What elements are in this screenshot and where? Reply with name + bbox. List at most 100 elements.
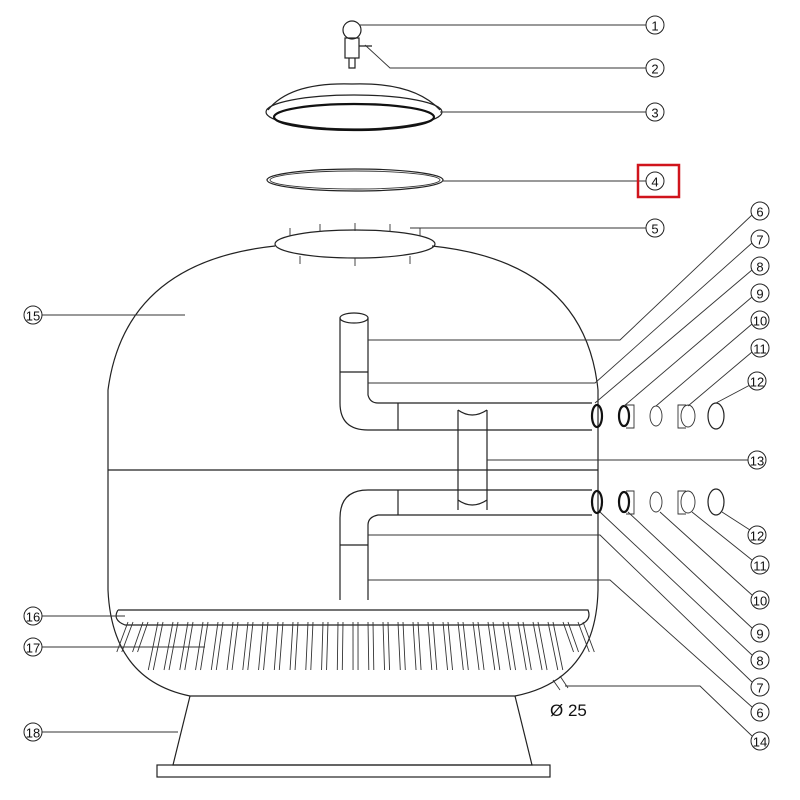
lateral xyxy=(352,621,359,671)
leader-lines xyxy=(42,24,753,737)
callout-circle xyxy=(750,590,770,610)
callout-circle xyxy=(645,15,665,35)
callout-circle xyxy=(750,555,770,575)
callout-c13: 13 xyxy=(747,450,767,470)
upper-pipe xyxy=(339,312,592,431)
callout-circle xyxy=(645,58,665,78)
callout-circle xyxy=(747,371,767,391)
o-ring-part xyxy=(266,168,444,192)
lateral xyxy=(321,621,329,671)
callout-circle xyxy=(750,731,770,751)
callout-circle xyxy=(750,338,770,358)
lateral xyxy=(289,621,299,671)
callout-circle xyxy=(750,201,770,221)
lateral xyxy=(412,621,422,671)
callout-circle xyxy=(23,722,43,742)
lateral xyxy=(179,621,194,671)
lateral xyxy=(562,621,579,653)
lateral xyxy=(132,621,149,653)
callout-c11a: 11 xyxy=(750,338,770,358)
lid-part xyxy=(265,83,443,132)
callout-number: 9 xyxy=(756,287,763,302)
callout-number: 2 xyxy=(651,62,658,77)
lateral xyxy=(442,621,453,671)
lateral xyxy=(382,621,390,671)
callout-c11b: 11 xyxy=(750,555,770,575)
lateral xyxy=(397,621,406,671)
callout-number: 8 xyxy=(756,654,763,669)
callout-number: 14 xyxy=(753,735,767,750)
callout-circle xyxy=(750,623,770,643)
callout-c10a: 10 xyxy=(750,310,770,330)
lower-pipe xyxy=(115,489,592,626)
lateral xyxy=(147,621,164,671)
callout-c16: 16 xyxy=(23,606,43,626)
knob-part xyxy=(342,20,372,69)
callout-c7b: 7 xyxy=(750,677,770,697)
callout-number: 4 xyxy=(651,175,658,190)
callout-number: 12 xyxy=(750,375,764,390)
callout-c8b: 8 xyxy=(750,650,770,670)
tank-body xyxy=(107,223,599,778)
lateral xyxy=(242,621,254,671)
lateral xyxy=(517,621,532,671)
lateral xyxy=(532,621,548,671)
callout-number: 9 xyxy=(756,627,763,642)
callout-number: 15 xyxy=(26,309,40,324)
callout-number: 5 xyxy=(651,222,658,237)
callout-c12b: 12 xyxy=(747,525,767,545)
callout-number: 11 xyxy=(753,559,767,574)
callout-circle xyxy=(23,606,43,626)
callout-number: 8 xyxy=(756,260,763,275)
highlight-box xyxy=(636,163,681,199)
callout-c7a: 7 xyxy=(750,229,770,249)
lateral xyxy=(547,621,564,671)
callout-circle xyxy=(750,256,770,276)
lateral xyxy=(472,621,485,671)
callout-c3: 3 xyxy=(645,102,665,122)
callout-number: 1 xyxy=(651,19,658,34)
callout-circle xyxy=(645,171,665,191)
drain-diameter-label: Ø 25 xyxy=(550,701,587,720)
callout-number: 6 xyxy=(756,706,763,721)
laterals xyxy=(116,621,595,671)
callout-circle xyxy=(23,637,43,657)
lateral xyxy=(367,621,375,671)
callout-c5: 5 xyxy=(645,218,665,238)
callout-c17: 17 xyxy=(23,637,43,657)
lateral xyxy=(195,621,209,671)
callout-c8a: 8 xyxy=(750,256,770,276)
callout-circle xyxy=(750,650,770,670)
callout-c9b: 9 xyxy=(750,623,770,643)
callout-c15: 15 xyxy=(23,305,43,325)
callout-c6b: 6 xyxy=(750,702,770,722)
callout-circle xyxy=(750,310,770,330)
callout-circle xyxy=(23,305,43,325)
lateral xyxy=(336,621,344,671)
lateral xyxy=(577,621,595,653)
lateral xyxy=(163,621,179,671)
lateral xyxy=(502,621,516,671)
callout-number: 16 xyxy=(26,610,40,625)
lateral xyxy=(427,621,438,671)
callout-circle xyxy=(747,525,767,545)
callout-c18: 18 xyxy=(23,722,43,742)
lateral xyxy=(116,621,134,653)
callout-circle xyxy=(645,218,665,238)
lateral xyxy=(305,621,314,671)
callout-c9a: 9 xyxy=(750,283,770,303)
callout-circle xyxy=(750,229,770,249)
lateral xyxy=(273,621,284,671)
callout-circle xyxy=(750,283,770,303)
callout-c6a: 6 xyxy=(750,201,770,221)
callout-number: 13 xyxy=(750,454,764,469)
callout-c4: 4 xyxy=(645,171,665,191)
lateral xyxy=(487,621,501,671)
callout-c1: 1 xyxy=(645,15,665,35)
callout-number: 3 xyxy=(651,106,658,121)
callout-c14: 14 xyxy=(750,731,770,751)
side-fittings xyxy=(590,402,725,516)
